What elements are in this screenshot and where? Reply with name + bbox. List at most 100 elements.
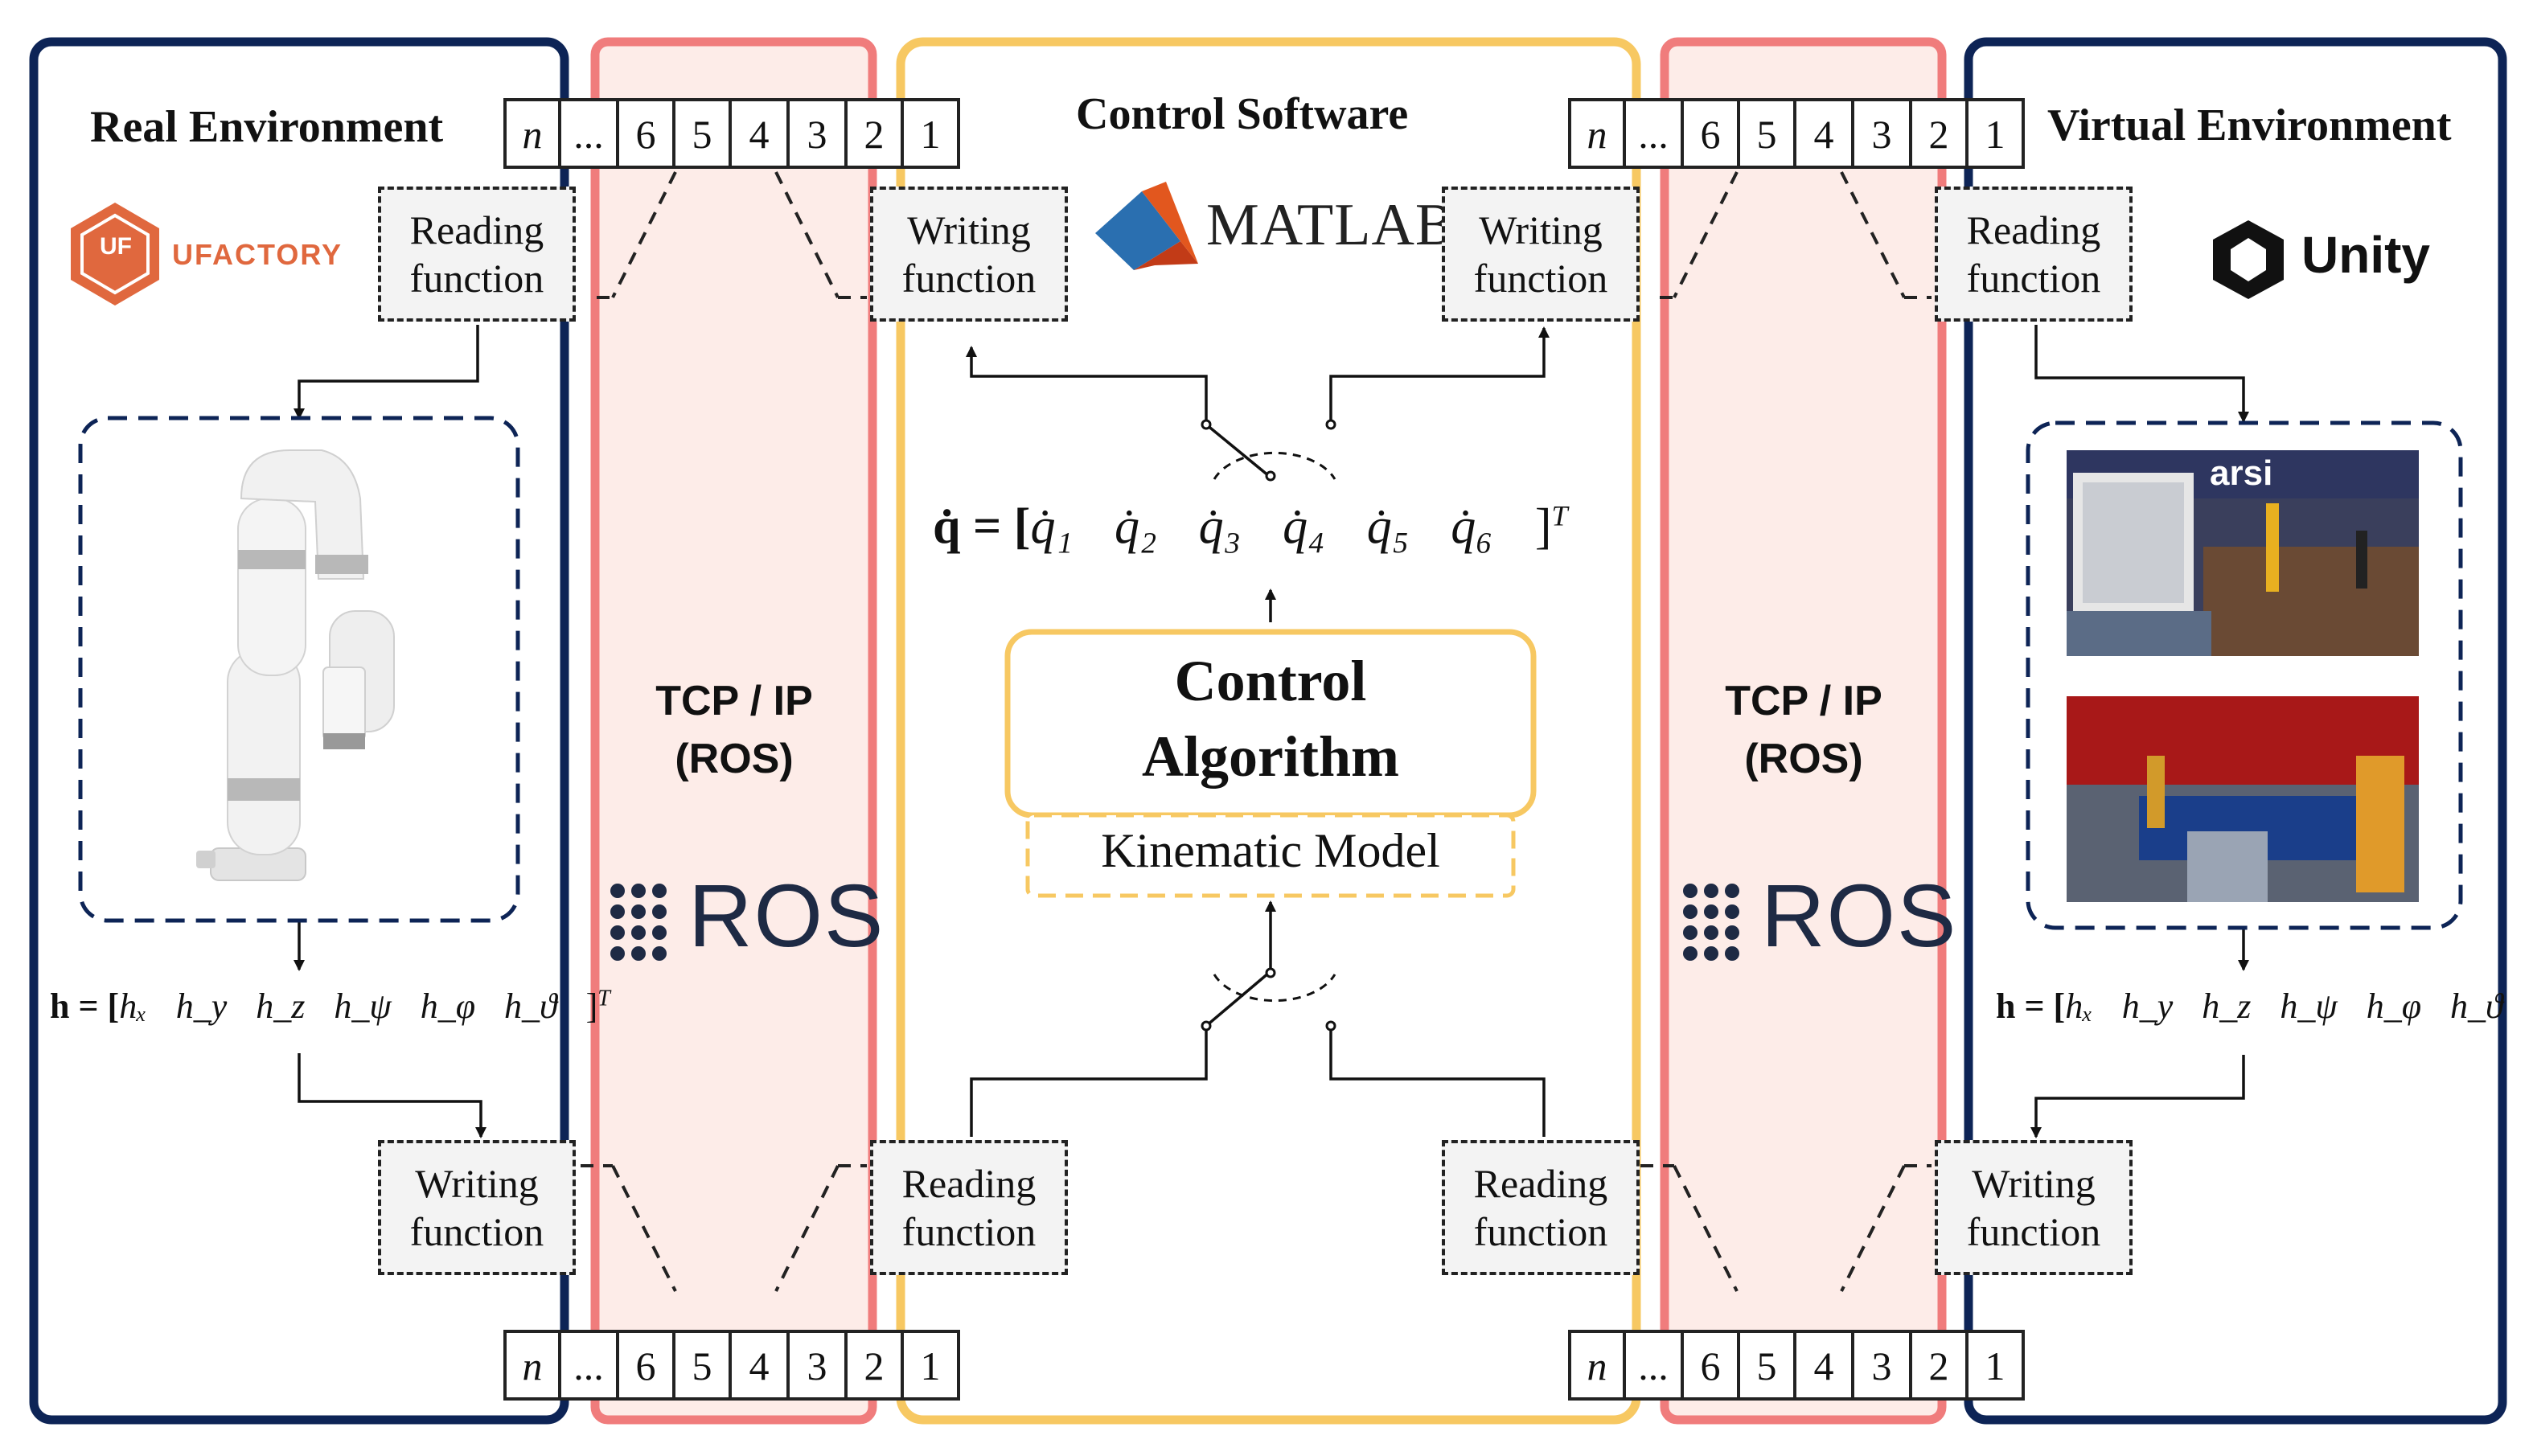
h-lhs: h = [ xyxy=(50,986,120,1026)
buffer-cell-label: 6 xyxy=(636,112,656,157)
buffer-cell xyxy=(503,1330,561,1401)
ros-dot xyxy=(1725,946,1739,961)
buffer-cell-label: 3 xyxy=(1872,112,1892,157)
buffer-cell xyxy=(901,1330,960,1401)
q-term: q̇₆ xyxy=(1451,499,1493,554)
h-term: h_z xyxy=(256,986,306,1026)
buffer-cell-label: 1 xyxy=(1985,112,2005,157)
buffer-cell-label: ... xyxy=(1638,112,1669,157)
tcp-column-right xyxy=(1660,37,1947,1425)
arsi-logo-text: arsi xyxy=(2210,453,2273,493)
ros-dot xyxy=(631,904,646,919)
h-equation-virtual: h = [hₓh_yh_zh_ψh_φh_ϑ]T xyxy=(1996,986,2533,1027)
buffer-cell xyxy=(616,1330,675,1401)
buffer-cell-label: n xyxy=(523,112,543,157)
control-algorithm-line1: Control xyxy=(1174,649,1367,713)
switch-contacts xyxy=(1201,419,1336,1032)
unity-logo-text: Unity xyxy=(2301,226,2430,284)
ros-dot xyxy=(1704,904,1718,919)
robot-image-box xyxy=(78,416,520,923)
q-term: q̇₂ xyxy=(1115,499,1157,554)
buffer-cell-label: 4 xyxy=(1814,1343,1834,1388)
buffer-cell xyxy=(1737,1330,1796,1401)
buffer-cell xyxy=(901,98,960,169)
ros-dot xyxy=(1683,904,1698,919)
ros-dots-left xyxy=(610,884,667,961)
matlab-logo-text: MATLAB xyxy=(1206,192,1456,258)
matlab-membrane-icon xyxy=(1095,182,1198,270)
buffer-cell-label: 5 xyxy=(1757,1343,1777,1388)
buffer-cell-label: 4 xyxy=(749,112,770,157)
function-label-line1: Writing xyxy=(907,207,1031,252)
buffer-cell-label: 2 xyxy=(864,1343,885,1388)
buffer-cell-label: ... xyxy=(1638,1343,1669,1388)
ros-dot xyxy=(1725,904,1739,919)
h-term: hₓ xyxy=(2065,986,2093,1026)
buffer-cell-label: ... xyxy=(573,112,604,157)
ros-dot xyxy=(1683,884,1698,898)
h-term: h_y xyxy=(175,986,228,1026)
buffer-cell-label: 4 xyxy=(1814,112,1834,157)
buffer-cell-label: 4 xyxy=(749,1343,770,1388)
h-term: hₓ xyxy=(119,986,147,1026)
function-label-line2: function xyxy=(1473,1209,1608,1254)
ros-dot xyxy=(610,925,625,940)
ros-dot xyxy=(1725,925,1739,940)
ros-dot xyxy=(1683,925,1698,940)
h-lhs: h = [ xyxy=(1996,986,2066,1026)
ros-dot xyxy=(652,946,667,961)
q-term: q̇₄ xyxy=(1283,499,1325,554)
h-term: h_ϑ xyxy=(2450,986,2503,1026)
buffer-cell xyxy=(1793,1330,1854,1401)
ros-dot xyxy=(631,946,646,961)
h-rhs: ] xyxy=(2532,986,2533,1026)
function-label-line2: function xyxy=(1473,256,1608,301)
function-label-line1: Writing xyxy=(1479,207,1603,252)
buffer-cell xyxy=(1681,98,1740,169)
ros-logo-text-left: ROS xyxy=(688,867,885,966)
h-term: h_y xyxy=(2121,986,2174,1026)
function-label-line2: function xyxy=(901,1209,1037,1254)
flow-arrows xyxy=(294,325,2249,1138)
h-term: h_z xyxy=(2202,986,2252,1026)
ufactory-logo-text: UFACTORY xyxy=(172,238,343,271)
virtual-scene-lab xyxy=(2067,450,2419,656)
buffer-funnel-lines xyxy=(581,171,1932,1292)
ros-dot xyxy=(610,946,625,961)
virtual-environment-panel xyxy=(1964,37,2507,1425)
q-term: q̇₁ xyxy=(1030,499,1074,554)
h-term: h_ϑ xyxy=(504,986,557,1026)
ros-dot xyxy=(1704,946,1718,961)
unity-cube-icon xyxy=(2213,220,2284,299)
h-transpose: T xyxy=(597,986,610,1011)
function-label-line2: function xyxy=(409,256,544,301)
function-label-line1: Reading xyxy=(1966,207,2101,252)
ros-dot xyxy=(1683,946,1698,961)
buffer-cell-label: 2 xyxy=(864,112,885,157)
ros-dots-right xyxy=(1683,884,1739,961)
buffer-cell xyxy=(1737,98,1796,169)
real-environment-panel xyxy=(29,37,569,1425)
buffer-cell xyxy=(672,1330,732,1401)
control-software-title: Control Software xyxy=(1076,89,1409,139)
buffer-cell-label: 5 xyxy=(692,1343,712,1388)
h-term: h_φ xyxy=(420,986,476,1026)
virtual-environment-title: Virtual Environment xyxy=(2047,100,2452,150)
tcp-line1: TCP / IP xyxy=(1725,678,1882,724)
buffer-cell-label: n xyxy=(523,1343,543,1388)
control-algorithm-label: Control Algorithm xyxy=(1008,643,1533,794)
buffer-cell-label: 1 xyxy=(1985,1343,2005,1388)
buffer-cell xyxy=(1909,98,1969,169)
kinematic-model-label: Kinematic Model xyxy=(1101,824,1440,877)
ros-logo-text-right: ROS xyxy=(1761,867,1958,966)
h-term: h_ψ xyxy=(334,986,392,1026)
buffer-cell-label: ... xyxy=(573,1343,604,1388)
function-label-line1: Writing xyxy=(415,1161,539,1206)
